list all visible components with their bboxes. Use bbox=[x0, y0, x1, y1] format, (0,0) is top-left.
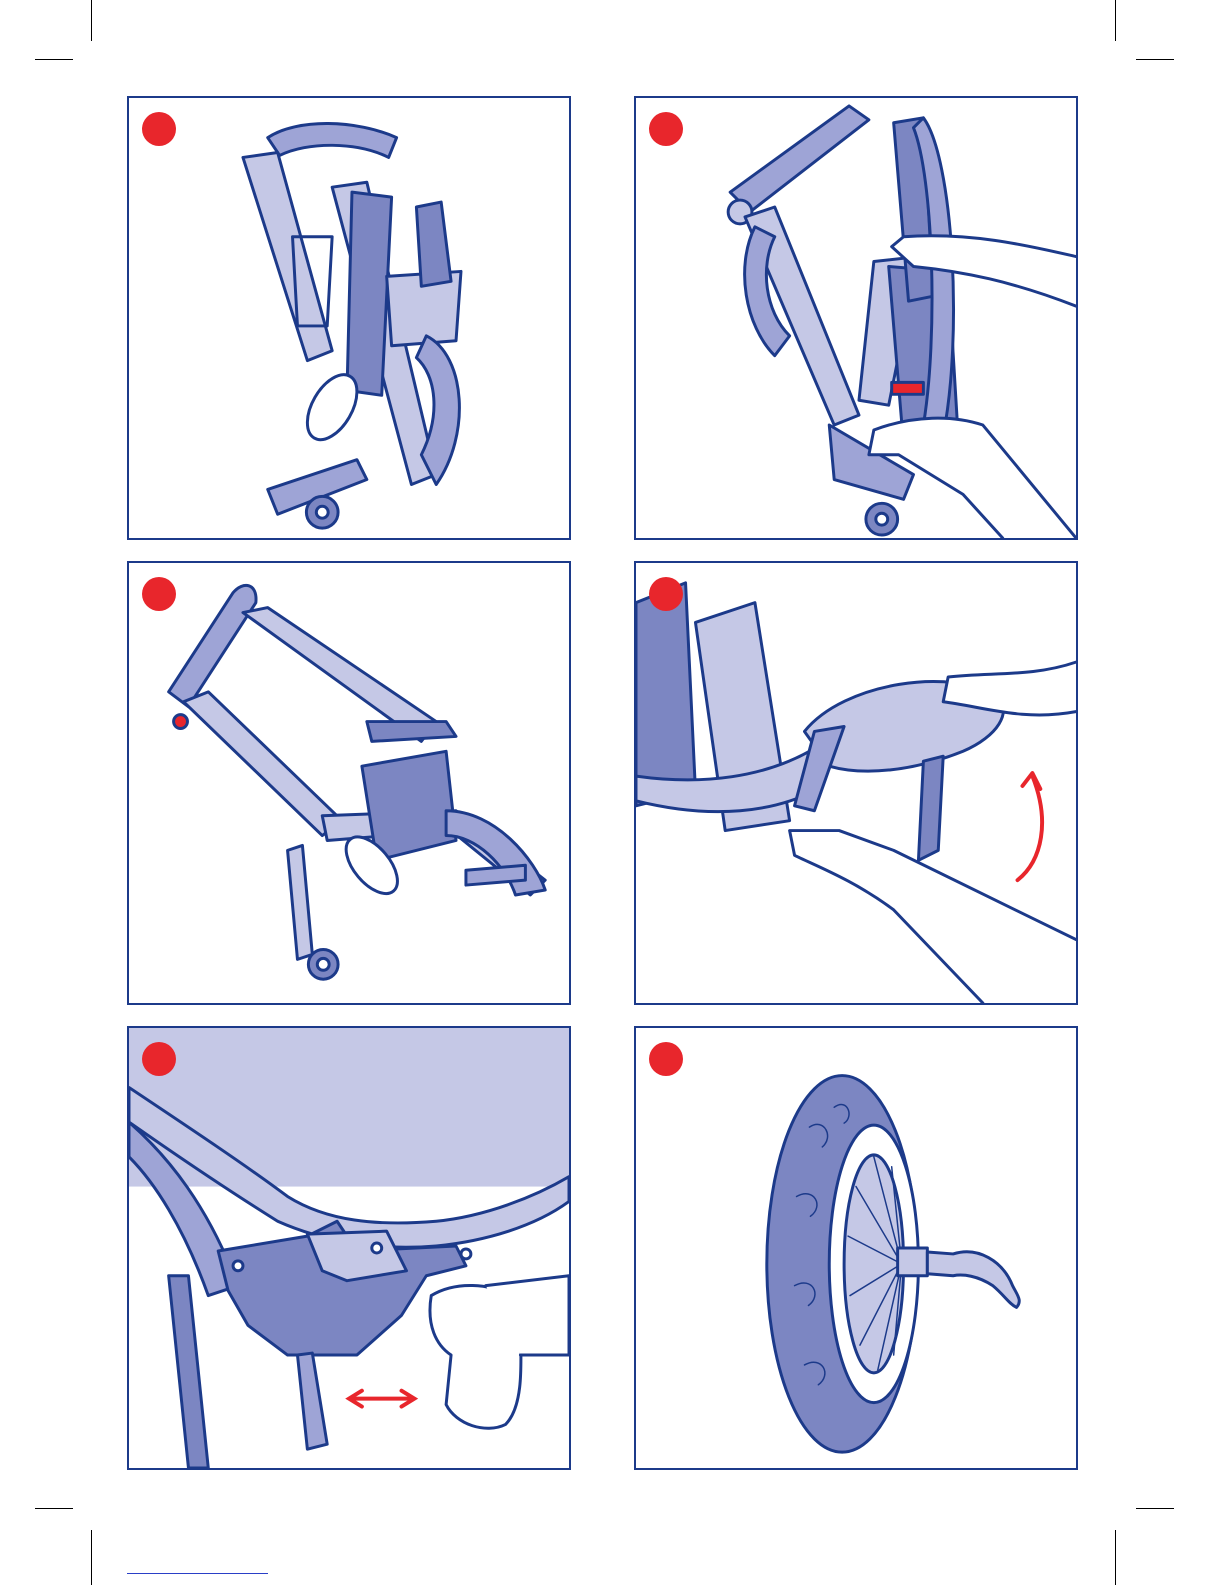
step-marker bbox=[142, 112, 176, 146]
lift-footrest-up-arrow-icon bbox=[636, 563, 1076, 1003]
panel-4 bbox=[634, 561, 1078, 1005]
step-marker bbox=[142, 577, 176, 611]
panel-6 bbox=[634, 1026, 1078, 1470]
folded-stroller-side-view-icon bbox=[129, 98, 569, 538]
hands-unfolding-stroller-icon bbox=[636, 98, 1076, 538]
footer-link-underline bbox=[127, 1573, 268, 1574]
step-marker bbox=[649, 112, 683, 146]
step-marker bbox=[649, 577, 683, 611]
crop-mark-top-left-vertical bbox=[91, 0, 92, 41]
crop-mark-top-right-horizontal bbox=[1136, 59, 1174, 60]
panel-3 bbox=[127, 561, 571, 1005]
unfolded-stroller-frame-icon bbox=[129, 563, 569, 1003]
step-marker bbox=[649, 1042, 683, 1076]
adjust-seat-lever-left-right-arrow-icon bbox=[129, 1028, 569, 1468]
panel-5 bbox=[127, 1026, 571, 1470]
crop-mark-top-right-vertical bbox=[1115, 0, 1116, 41]
crop-mark-bottom-right-horizontal bbox=[1136, 1508, 1174, 1509]
crop-mark-top-left-horizontal bbox=[35, 59, 73, 60]
crop-mark-bottom-left-horizontal bbox=[35, 1508, 73, 1509]
crop-mark-bottom-right-vertical bbox=[1115, 1530, 1116, 1585]
step-marker bbox=[142, 1042, 176, 1076]
crop-mark-bottom-left-vertical bbox=[91, 1530, 92, 1585]
panel-1 bbox=[127, 96, 571, 540]
wheel-quick-release-axle-icon bbox=[636, 1028, 1076, 1468]
panel-2 bbox=[634, 96, 1078, 540]
